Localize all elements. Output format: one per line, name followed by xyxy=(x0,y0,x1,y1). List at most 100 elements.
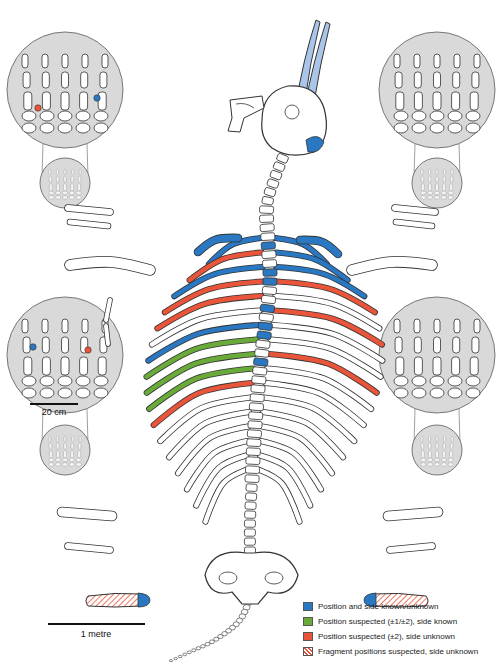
vertebra xyxy=(259,206,273,214)
hand-miniature-metacarpal xyxy=(71,184,74,191)
femur xyxy=(388,512,438,516)
hand-miniature-metacarpal xyxy=(428,451,431,458)
forelimb-bone-outline xyxy=(68,208,110,212)
legend-text: Position suspected (±2), side unknown xyxy=(318,632,455,641)
hand-miniature-carpal xyxy=(434,463,439,467)
rib xyxy=(260,470,300,522)
legend-swatch xyxy=(303,632,313,641)
hand-miniature-phalanx xyxy=(71,169,73,174)
hand-miniature-metacarpal xyxy=(56,184,59,191)
vertebra xyxy=(250,394,265,402)
detail-circle xyxy=(40,425,90,475)
hand-bone-carpal xyxy=(40,123,54,133)
rib xyxy=(187,441,247,489)
hand-miniature-phalanx xyxy=(428,443,431,449)
skull xyxy=(228,20,330,155)
vertebra xyxy=(267,178,280,189)
hand-bone-metacarpal xyxy=(80,92,88,110)
scale-label: 1 metre xyxy=(81,630,112,640)
hand-miniature-phalanx xyxy=(56,436,58,441)
cranium xyxy=(262,86,327,155)
hand-miniature-carpal xyxy=(428,196,433,200)
hand-bone-carpal xyxy=(394,388,408,398)
hand-miniature-carpal xyxy=(49,196,54,200)
hand-bone-carpal xyxy=(58,388,72,398)
vertebra xyxy=(249,403,264,411)
hand-miniature-phalanx xyxy=(71,176,74,182)
vertebra xyxy=(260,304,275,313)
hand-miniature-phalanx xyxy=(49,169,51,174)
hand-bone-phalanx xyxy=(472,337,479,353)
hand-miniature-carpal xyxy=(434,196,439,200)
hand-bone-phalanx xyxy=(434,72,441,88)
rib-outline xyxy=(264,398,354,442)
bone-find xyxy=(138,593,150,607)
forelimb-bone-outline xyxy=(395,208,435,212)
hand-bone-carpal xyxy=(22,388,36,398)
rib-outline xyxy=(187,441,247,489)
femur-outline xyxy=(388,512,438,516)
hand-miniature-phalanx xyxy=(78,176,81,182)
fragment-bone xyxy=(86,593,145,607)
hand-miniature-carpal xyxy=(441,191,446,195)
vertebra xyxy=(263,278,277,286)
hand-bone-carpal xyxy=(22,111,36,121)
humerus xyxy=(352,262,432,270)
vertebra xyxy=(251,385,266,393)
hand-miniature-phalanx xyxy=(71,443,74,449)
hand-bone-metacarpal xyxy=(414,92,422,110)
hand-bone-metacarpal xyxy=(98,357,106,375)
vertebra xyxy=(244,538,255,545)
legend-item: Position suspected (±2), side unknown xyxy=(303,632,455,641)
vertebra xyxy=(246,484,257,492)
vertebra xyxy=(252,367,267,376)
hand-bone-carpal xyxy=(466,111,480,121)
hand-bone-carpal xyxy=(412,388,426,398)
vertebra xyxy=(261,242,275,250)
hand-bone-carpal xyxy=(466,376,480,386)
forelimb-bone xyxy=(395,208,435,212)
hand-bone-metacarpal xyxy=(80,357,88,375)
hand-bone-phalanx xyxy=(434,54,440,68)
hand-bone-phalanx xyxy=(395,72,402,88)
tail-vertebra xyxy=(174,657,178,659)
hand-miniature-phalanx xyxy=(421,169,423,174)
hand-bone-metacarpal xyxy=(452,92,460,110)
hand-miniature-carpal xyxy=(428,458,433,462)
hand-bone-metacarpal xyxy=(42,92,50,110)
hindlimb-bone-outline xyxy=(68,546,110,550)
hand-miniature-phalanx xyxy=(64,169,66,174)
hand-bone-carpal xyxy=(448,123,462,133)
hand-miniature-carpal xyxy=(448,191,453,195)
rib xyxy=(196,456,246,506)
hand-miniature-phalanx xyxy=(436,443,439,449)
hand-bone-phalanx xyxy=(100,72,107,88)
vertebra xyxy=(261,295,276,304)
hand-bone-carpal xyxy=(430,376,444,386)
hand-miniature-carpal xyxy=(428,191,433,195)
scapula-outline xyxy=(300,240,338,254)
hand-miniature-phalanx xyxy=(64,176,67,182)
hand-miniature-phalanx xyxy=(56,176,59,182)
skull-find xyxy=(306,136,324,152)
vertebra xyxy=(244,529,255,536)
vertebra xyxy=(246,448,260,456)
hand-bone-phalanx xyxy=(82,319,88,333)
hand-miniature-phalanx xyxy=(56,443,59,449)
femur-outline xyxy=(62,512,112,516)
tail-vertebra xyxy=(209,640,214,644)
rib xyxy=(261,441,321,489)
hand-miniature-phalanx xyxy=(428,176,431,182)
forelimb-bone-outline xyxy=(70,222,108,226)
hand-bone-carpal xyxy=(412,123,426,133)
hand-bone-carpal xyxy=(58,111,72,121)
hand-bone-metacarpal xyxy=(24,357,32,375)
hand-bone-carpal xyxy=(40,376,54,386)
vertebra xyxy=(245,502,256,510)
rib xyxy=(264,398,354,442)
hand-miniature-phalanx xyxy=(428,169,430,174)
hand-bone-metacarpal xyxy=(470,357,478,375)
hand-bone-carpal xyxy=(448,111,462,121)
hand-miniature-metacarpal xyxy=(63,451,66,458)
humerus xyxy=(70,262,150,270)
